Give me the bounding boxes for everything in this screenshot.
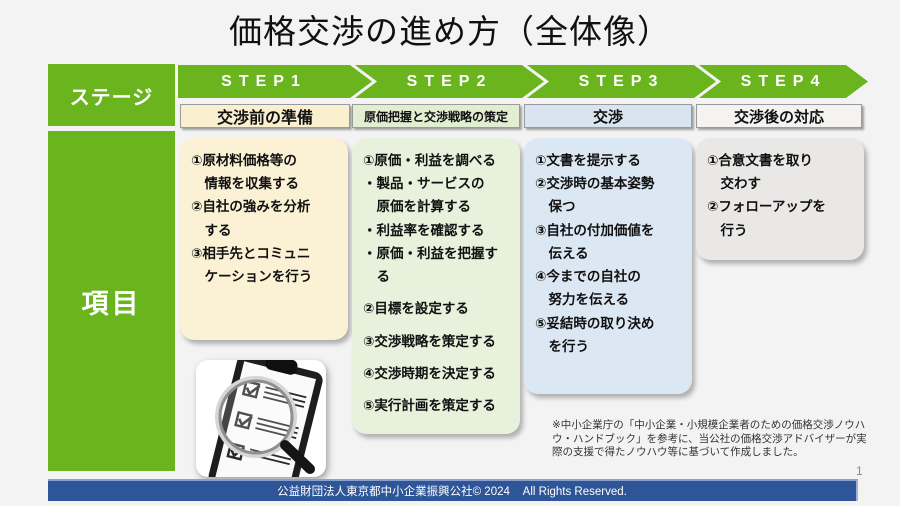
step-item-line: ③自社の付加価値を (535, 222, 655, 238)
step-item-group: ①文書を提示する ②交渉時の基本姿勢 保つ ③自社の付加価値を 伝える ④今までの自社… (535, 149, 686, 358)
step-item-line: ③交渉戦略を策定する (363, 333, 496, 349)
source-note: ※中小企業庁の「中小企業・小規模企業者のための価格交渉ノウハ ウ・ハンドブック」… (552, 419, 882, 460)
step-item-line: ①合意文書を取り (707, 153, 813, 168)
step-item-line: ②交渉時の基本姿勢 (535, 176, 655, 192)
step-item-line: ①文書を提示する (535, 153, 641, 168)
page-title: 価格交渉の進め方（全体像） (229, 13, 671, 50)
step-item-line: 原価を計算する (363, 199, 471, 215)
step-item-group: ①合意文書を取り 交わす ②フォローアップを 行う (707, 149, 858, 242)
step-item-line: ②フォローアップを (707, 199, 826, 215)
step1-arrow: STEP1 (178, 65, 372, 98)
step-item-line: ④今までの自社の (535, 269, 641, 285)
checklist-magnifier-image (208, 360, 323, 477)
step-item-group: ④交渉時期を決定する (363, 362, 514, 385)
checklist-magnifier-illustration (196, 360, 326, 477)
step-item-line: ①原価・利益を調べる (363, 153, 496, 168)
step4-arrow: STEP4 (699, 65, 868, 98)
note-line: 際の支援で得たノウハウ等に基づいて作成しました。 (552, 446, 804, 459)
step-item-line: ④交渉時期を決定する (363, 365, 496, 381)
step-item-line: 努力を伝える (535, 292, 630, 308)
step-item-line: 情報を収集する (191, 176, 299, 192)
stage-label: ステージ (69, 86, 154, 109)
step-item-line: ③相手先とコミュニ (191, 245, 311, 261)
step-item-group: ⑤実行計画を策定する (363, 394, 514, 417)
step-item-group: ①原価・利益を調べる・製品・サービスの 原価を計算する・利益率を確認する・原価・… (363, 149, 514, 288)
step3-label: 交渉 (524, 104, 692, 128)
step1-label: 交渉前の準備 (180, 104, 350, 128)
step1-content-box: ①原材料価格等の 情報を収集する ②自社の強みを分析 する ③相手先とコミュニ ケー… (180, 138, 348, 340)
step-item-line: ・製品・サービスの (363, 176, 485, 192)
step4-content-box: ①合意文書を取り 交わす ②フォローアップを 行う (696, 138, 864, 260)
step3-arrow: STEP3 (527, 65, 716, 98)
footer-bar: 公益財団法人東京都中小企業振興公社© 2024 All Rights Reser… (48, 479, 858, 501)
stage-header-box: ステージ (48, 64, 175, 126)
step-item-group: ③交渉戦略を策定する (363, 330, 514, 353)
copyright-text: 公益財団法人東京都中小企業振興公社© 2024 All Rights Reser… (277, 486, 627, 498)
step-item-group: ①原材料価格等の 情報を収集する ②自社の強みを分析 する ③相手先とコミュニ ケー… (191, 149, 342, 288)
step-item-line: ・利益率を確認する (363, 222, 485, 238)
step2-arrow: STEP2 (355, 65, 544, 98)
items-label: 項目 (81, 288, 142, 319)
step-item-line: 伝える (535, 245, 589, 261)
step-item-line: 行う (707, 222, 748, 238)
step-item-line: ②目標を設定する (363, 301, 469, 317)
step-item-line: ①原材料価格等の (191, 153, 297, 168)
note-line: ※中小企業庁の「中小企業・小規模企業者のための価格交渉ノウハ (552, 419, 866, 431)
step-item-line: を行う (535, 338, 589, 354)
step2-label: 原価把握と交渉戦略の策定 (352, 104, 520, 128)
page-number: 1 (856, 464, 863, 478)
step-item-line: する (191, 222, 232, 238)
note-line: ウ・ハンドブック」を参考に、当公社の価格交渉アドバイザーが実 (552, 432, 867, 445)
step2-content-box: ①原価・利益を調べる・製品・サービスの 原価を計算する・利益率を確認する・原価・… (352, 138, 520, 434)
step-item-line: 保つ (535, 199, 576, 215)
step-item-line: ②自社の強みを分析 (191, 199, 311, 215)
step-item-group: ②目標を設定する (363, 297, 514, 320)
step3-content-box: ①文書を提示する ②交渉時の基本姿勢 保つ ③自社の付加価値を 伝える ④今までの自社… (524, 138, 692, 394)
step-item-line: ケーションを行う (191, 269, 313, 285)
step-item-line: ⑤実行計画を策定する (363, 397, 496, 413)
step-item-line: 交わす (707, 176, 761, 192)
step-item-line: る (363, 269, 390, 285)
step-item-line: ・原価・利益を把握す (363, 245, 498, 261)
step-item-line: ⑤妥結時の取り決め (535, 315, 655, 331)
items-header-box: 項目 (48, 131, 175, 471)
step4-label: 交渉後の対応 (696, 104, 862, 128)
